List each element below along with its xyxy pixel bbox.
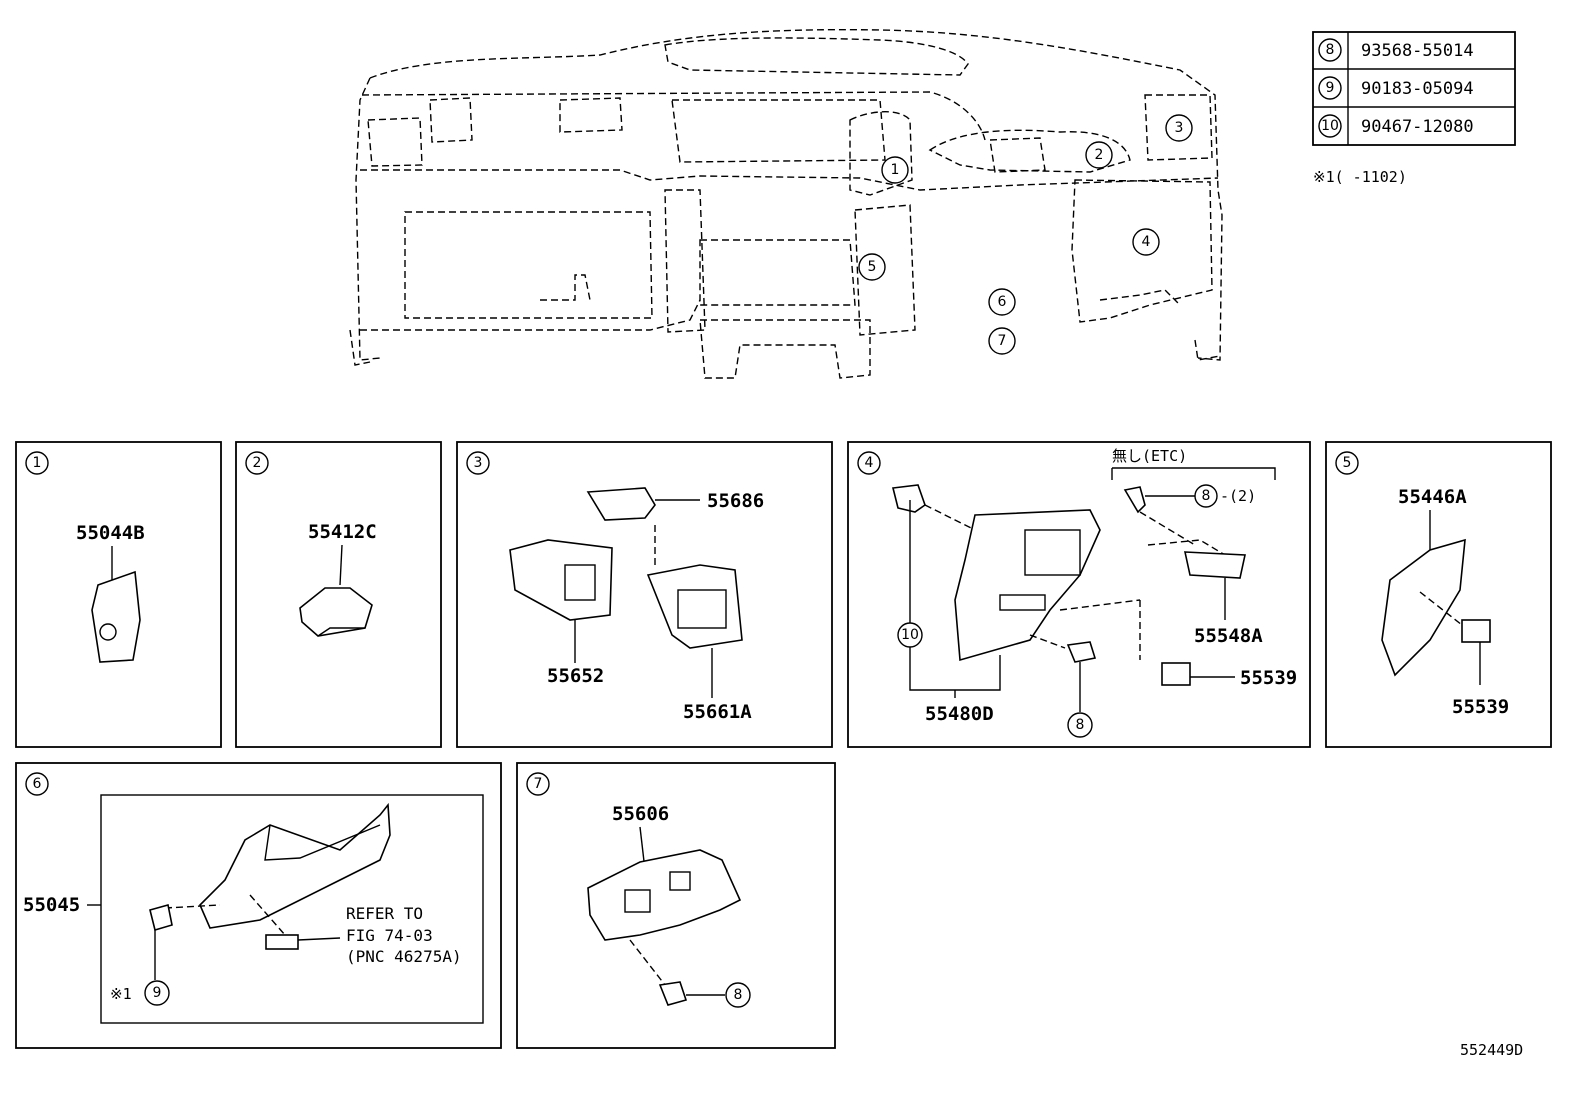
panel-1: 1 55044B — [15, 441, 222, 748]
svg-text:4: 4 — [1142, 234, 1151, 250]
svg-text:1: 1 — [891, 162, 900, 178]
legend-row: 9 90183-05094 — [1318, 76, 1474, 100]
refer-line-1: REFER TO — [346, 904, 423, 923]
svg-text:6: 6 — [998, 294, 1007, 310]
part-label[interactable]: 55044B — [76, 522, 145, 544]
svg-text:8: 8 — [1076, 717, 1085, 733]
diagram-id: 552449D — [1460, 1041, 1523, 1059]
svg-text:6: 6 — [33, 776, 42, 792]
overview-callout-4[interactable]: 4 — [1132, 228, 1160, 256]
legend-row: 10 90467-12080 — [1318, 114, 1474, 138]
part-label[interactable]: 55606 — [612, 803, 669, 825]
svg-text:93568-55014: 93568-55014 — [1361, 41, 1474, 61]
overview-callout-5[interactable]: 5 — [858, 253, 886, 281]
legend-row: 8 93568-55014 — [1318, 38, 1474, 62]
overview-callout-1[interactable]: 1 — [881, 156, 909, 184]
refer-line-3: (PNC 46275A) — [346, 947, 462, 966]
svg-text:3: 3 — [474, 455, 483, 471]
note-mark: ※1 — [110, 985, 132, 1003]
svg-text:9: 9 — [153, 985, 162, 1001]
part-label[interactable]: 55686 — [707, 490, 764, 512]
svg-text:90467-12080: 90467-12080 — [1361, 117, 1474, 137]
part-label[interactable]: 55412C — [308, 521, 377, 543]
part-label[interactable]: 55539 — [1452, 696, 1509, 718]
part-55661A — [646, 564, 743, 649]
legend-table: 8 93568-55014 9 90183-05094 10 90467-120… — [1312, 31, 1516, 186]
part-55480D — [954, 509, 1101, 662]
part-label[interactable]: 55661A — [683, 701, 752, 723]
part-55548A — [1183, 551, 1246, 579]
svg-text:5: 5 — [868, 259, 877, 275]
overview-callout-2[interactable]: 2 — [1085, 141, 1113, 169]
svg-text:5: 5 — [1343, 455, 1352, 471]
dashboard-overview: 1 2 3 4 5 6 7 — [349, 28, 1223, 379]
part-label[interactable]: 55548A — [1194, 625, 1263, 647]
svg-text:4: 4 — [865, 455, 874, 471]
panel-2: 2 55412C — [235, 441, 442, 748]
svg-text:8: 8 — [734, 987, 743, 1003]
panel-4: 4 無し(ETC) 10 55480D 8 -(2) 55548A 55539 — [847, 441, 1311, 748]
part-55412C — [299, 587, 373, 637]
part-55045 — [199, 802, 391, 929]
part-55686 — [586, 487, 656, 521]
svg-text:2: 2 — [1095, 147, 1104, 163]
panel-5: 5 55446A 55539 — [1325, 441, 1552, 748]
svg-text:9: 9 — [1326, 80, 1335, 96]
part-55606 — [587, 849, 742, 941]
svg-text:7: 7 — [534, 776, 543, 792]
part-55652 — [509, 539, 613, 621]
clip-part — [892, 484, 926, 513]
panel-3: 3 55686 55652 55661A — [456, 441, 833, 748]
part-label[interactable]: 55539 — [1240, 667, 1297, 689]
part-label[interactable]: 55480D — [925, 703, 994, 725]
refer-line-2: FIG 74-03 — [346, 926, 433, 945]
part-label[interactable]: 55446A — [1398, 486, 1467, 508]
panel-6: 6 55045 ※1 9 REFER TO FIG 74-03 (PNC 462… — [15, 762, 502, 1049]
svg-text:10: 10 — [1321, 118, 1339, 134]
svg-text:7: 7 — [998, 333, 1007, 349]
overview-callout-6[interactable]: 6 — [988, 288, 1016, 316]
part-55539 — [1161, 662, 1191, 686]
svg-text:8: 8 — [1202, 488, 1211, 504]
part-55446A — [1381, 538, 1466, 677]
svg-text:10: 10 — [901, 627, 919, 643]
part-55539 — [1461, 619, 1491, 643]
part-label[interactable]: 55045 — [23, 894, 80, 916]
legend-note: ※1( -1102) — [1313, 168, 1407, 186]
panel-7: 7 55606 8 — [516, 762, 836, 1049]
overview-callout-7[interactable]: 7 — [988, 327, 1016, 355]
svg-text:1: 1 — [33, 455, 42, 471]
svg-text:90183-05094: 90183-05094 — [1361, 79, 1474, 99]
svg-text:-(2): -(2) — [1220, 487, 1256, 505]
overview-callout-3[interactable]: 3 — [1165, 114, 1193, 142]
etc-label: 無し(ETC) — [1112, 447, 1187, 465]
part-label[interactable]: 55652 — [547, 665, 604, 687]
part-55044B — [91, 570, 141, 663]
svg-text:2: 2 — [253, 455, 262, 471]
svg-text:8: 8 — [1326, 42, 1335, 58]
svg-text:3: 3 — [1175, 120, 1184, 136]
